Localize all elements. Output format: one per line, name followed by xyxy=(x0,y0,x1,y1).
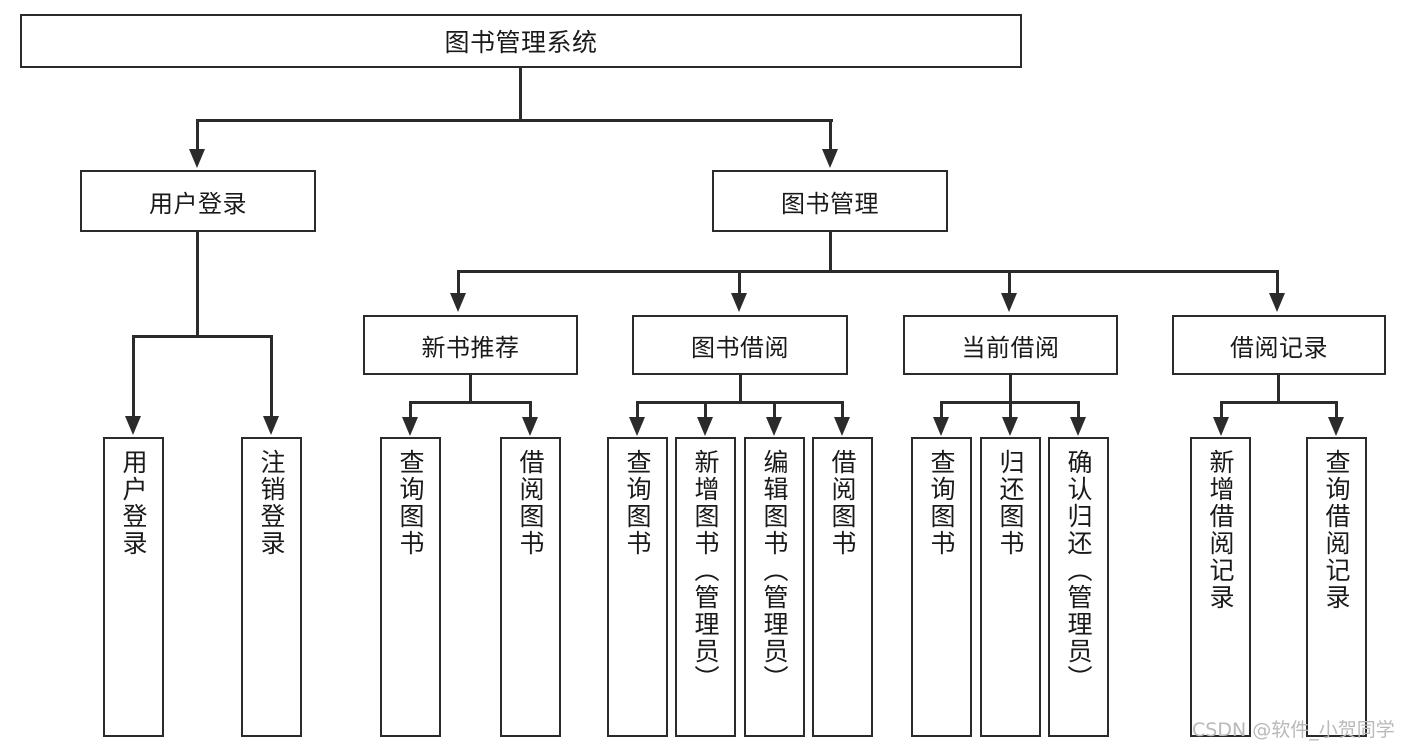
connector-cb-to-leaf-2 xyxy=(1009,401,1012,419)
arrowhead-bm-to-current-borrow xyxy=(1001,293,1017,312)
leaf-book-borrow-borrow-book[interactable]: 借阅图书 xyxy=(812,437,873,737)
node-label: 新增图书（管理员） xyxy=(691,449,720,692)
node-label: 图书借阅 xyxy=(691,333,789,362)
connector-user-login-to-leaf-1 xyxy=(132,335,135,417)
arrowhead-br-to-leaf-2 xyxy=(1328,417,1344,436)
node-new-book-recommend[interactable]: 新书推荐 xyxy=(363,315,578,375)
leaf-book-borrow-add-book[interactable]: 新增图书（管理员） xyxy=(675,437,736,737)
connector-nbr-stem xyxy=(469,375,472,403)
connector-bb-to-leaf-2 xyxy=(704,401,707,419)
node-label: 当前借阅 xyxy=(961,333,1060,362)
connector-nbr-to-leaf-2 xyxy=(529,401,532,419)
leaf-book-borrow-query-book[interactable]: 查询图书 xyxy=(607,437,668,737)
connector-book-management-bar xyxy=(458,270,1278,273)
connector-br-stem xyxy=(1277,375,1280,403)
connector-bb-stem xyxy=(739,375,742,403)
node-root-system[interactable]: 图书管理系统 xyxy=(20,14,1022,68)
connector-bb-to-leaf-3 xyxy=(773,401,776,419)
node-label: 查询图书 xyxy=(623,449,652,557)
arrowhead-nbr-to-leaf-2 xyxy=(522,417,538,436)
node-book-management[interactable]: 图书管理 xyxy=(712,170,948,232)
node-label: 用户登录 xyxy=(119,449,148,557)
connector-user-login-stem xyxy=(196,232,199,337)
arrowhead-root-to-user-login xyxy=(189,149,205,168)
node-label: 归还图书 xyxy=(996,449,1025,557)
node-label: 新增借阅记录 xyxy=(1206,449,1235,611)
node-label: 注销登录 xyxy=(257,449,286,557)
node-label: 借阅图书 xyxy=(516,449,545,557)
node-label: 编辑图书（管理员） xyxy=(760,449,789,692)
leaf-user-login-logout[interactable]: 注销登录 xyxy=(241,437,302,737)
connector-bb-to-leaf-4 xyxy=(841,401,844,419)
connector-bm-to-book-borrow xyxy=(738,270,741,294)
arrowhead-user-login-to-leaf-1 xyxy=(125,416,141,435)
arrowhead-bb-to-leaf-1 xyxy=(629,417,645,436)
arrowhead-bm-to-new-book xyxy=(450,293,466,312)
leaf-user-login-login[interactable]: 用户登录 xyxy=(103,437,164,737)
arrowhead-nbr-to-leaf-1 xyxy=(402,417,418,436)
arrowhead-root-to-book-manage xyxy=(822,149,838,168)
connector-user-login-to-leaf-2 xyxy=(270,335,273,417)
connector-cb-to-leaf-3 xyxy=(1077,401,1080,419)
node-label: 查询图书 xyxy=(396,449,425,557)
node-label: 用户登录 xyxy=(149,189,247,218)
node-label: 借阅图书 xyxy=(828,449,857,557)
arrowhead-bb-to-leaf-2 xyxy=(697,417,713,436)
connector-cb-to-leaf-1 xyxy=(940,401,943,419)
leaf-book-borrow-edit-book[interactable]: 编辑图书（管理员） xyxy=(744,437,805,737)
connector-root-to-book-manage xyxy=(829,119,832,151)
arrowhead-cb-to-leaf-1 xyxy=(933,417,949,436)
connector-br-to-leaf-2 xyxy=(1335,401,1338,419)
connector-book-management-stem xyxy=(829,232,832,272)
node-label: 借阅记录 xyxy=(1230,333,1328,362)
node-user-login[interactable]: 用户登录 xyxy=(80,170,316,232)
connector-br-bar xyxy=(1221,401,1338,404)
leaf-current-borrow-query-book[interactable]: 查询图书 xyxy=(911,437,972,737)
node-label: 新书推荐 xyxy=(421,333,520,362)
connector-br-to-leaf-1 xyxy=(1220,401,1223,419)
node-label: 查询借阅记录 xyxy=(1322,449,1351,611)
node-label: 图书管理 xyxy=(781,189,879,218)
connector-root-stem xyxy=(519,68,522,121)
arrowhead-br-to-leaf-1 xyxy=(1213,417,1229,436)
arrowhead-cb-to-leaf-3 xyxy=(1070,417,1086,436)
leaf-current-borrow-return-book[interactable]: 归还图书 xyxy=(980,437,1041,737)
node-label: 查询图书 xyxy=(927,449,956,557)
arrowhead-user-login-to-leaf-2 xyxy=(263,416,279,435)
connector-user-login-bar xyxy=(133,335,273,338)
leaf-borrow-record-query-record[interactable]: 查询借阅记录 xyxy=(1306,437,1367,737)
connector-cb-stem xyxy=(1009,375,1012,403)
node-label: 确认归还（管理员） xyxy=(1064,449,1093,692)
connector-bm-to-new-book xyxy=(457,270,460,294)
csdn-watermark: CSDN @软件_小贺同学 xyxy=(1192,719,1395,741)
connector-nbr-to-leaf-1 xyxy=(409,401,412,419)
arrowhead-bm-to-book-borrow xyxy=(731,293,747,312)
leaf-current-borrow-confirm-return[interactable]: 确认归还（管理员） xyxy=(1048,437,1109,737)
arrowhead-bb-to-leaf-3 xyxy=(766,417,782,436)
node-borrow-record[interactable]: 借阅记录 xyxy=(1172,315,1386,375)
arrowhead-bm-to-borrow-record xyxy=(1269,293,1285,312)
arrowhead-bb-to-leaf-4 xyxy=(834,417,850,436)
leaf-borrow-record-add-record[interactable]: 新增借阅记录 xyxy=(1190,437,1251,737)
node-current-borrow[interactable]: 当前借阅 xyxy=(903,315,1118,375)
connector-bb-to-leaf-1 xyxy=(636,401,639,419)
arrowhead-cb-to-leaf-2 xyxy=(1002,417,1018,436)
connector-bm-to-current-borrow xyxy=(1008,270,1011,294)
leaf-new-book-borrow-book[interactable]: 借阅图书 xyxy=(500,437,561,737)
node-book-borrow[interactable]: 图书借阅 xyxy=(632,315,848,375)
leaf-new-book-query-book[interactable]: 查询图书 xyxy=(380,437,441,737)
node-label: 图书管理系统 xyxy=(444,28,598,57)
connector-nbr-bar xyxy=(410,401,532,404)
connector-bm-to-borrow-record xyxy=(1276,270,1279,294)
connector-root-to-user-login xyxy=(196,119,199,151)
connector-bb-bar xyxy=(637,401,844,404)
connector-root-bar xyxy=(197,119,833,122)
